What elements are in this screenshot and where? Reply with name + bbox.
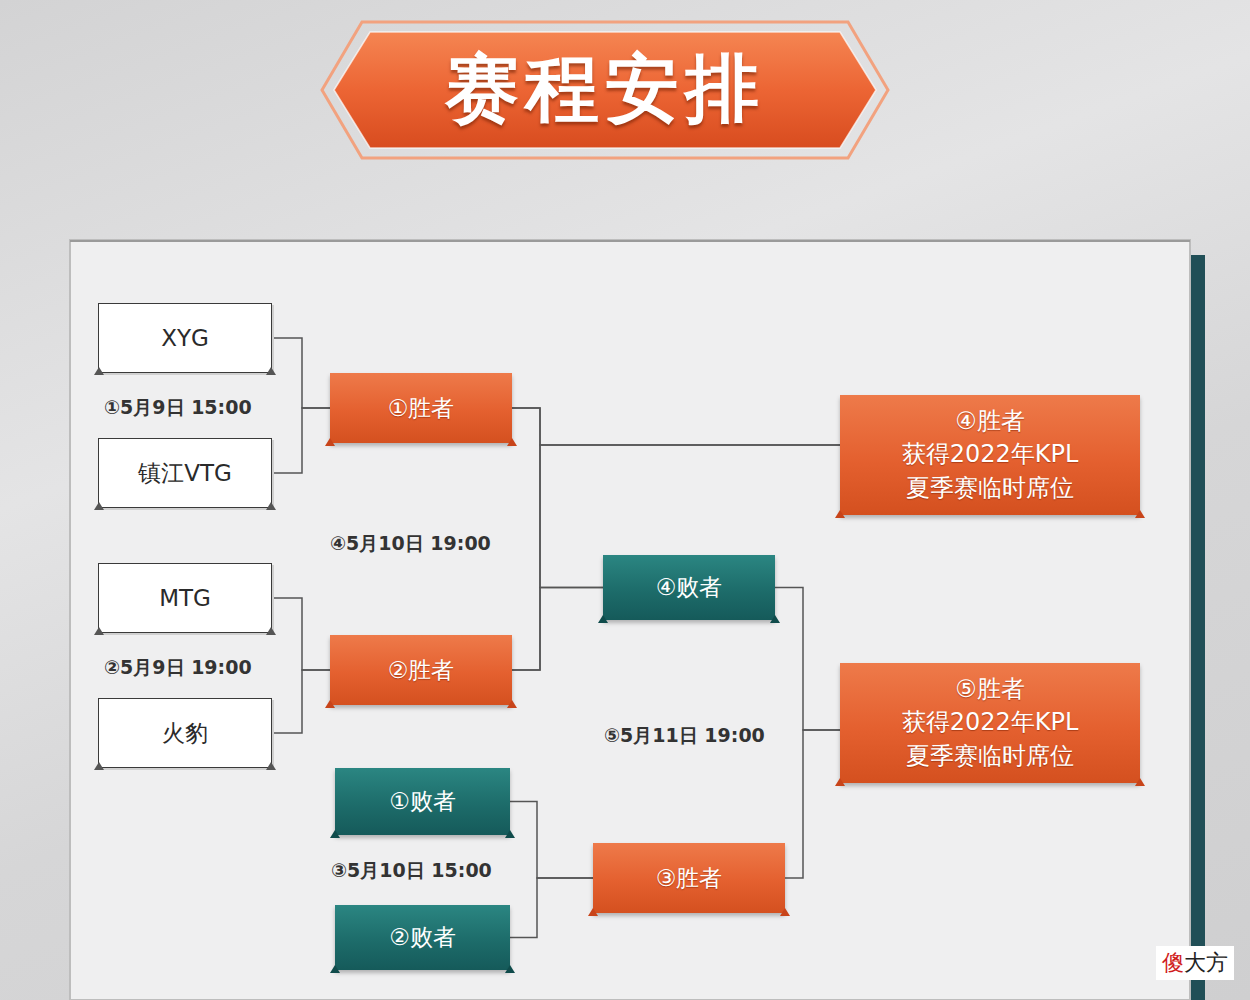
bracket-connector <box>512 445 840 670</box>
corner-mark <box>1135 778 1145 786</box>
corner-mark <box>505 965 515 973</box>
node-heading: MTG <box>159 585 211 611</box>
bracket-connector <box>510 878 593 938</box>
corner-mark <box>94 762 104 770</box>
corner-mark <box>325 438 335 446</box>
node-body: 获得2022年KPL 夏季赛临时席位 <box>888 438 1093 504</box>
corner-mark <box>1135 510 1145 518</box>
panel <box>70 240 1190 1000</box>
node-heading: 镇江VTG <box>138 458 232 489</box>
node-heading: ④败者 <box>656 572 723 603</box>
team-box: 镇江VTG <box>98 438 272 508</box>
bracket-connector <box>785 730 840 878</box>
bracket-connector <box>272 338 330 408</box>
loser-box: ②败者 <box>335 905 510 970</box>
corner-mark <box>780 908 790 916</box>
loser-box: ①败者 <box>335 768 510 835</box>
corner-mark <box>325 700 335 708</box>
corner-mark <box>835 778 845 786</box>
team-box: XYG <box>98 303 272 373</box>
node-heading: ⑤胜者 <box>955 673 1025 706</box>
schedule-label: ①5月9日 15:00 <box>104 395 252 421</box>
corner-mark <box>266 367 276 375</box>
corner-mark <box>770 615 780 623</box>
node-heading: XYG <box>161 325 209 351</box>
corner-mark <box>507 438 517 446</box>
panel-top-line <box>70 240 1190 242</box>
node-heading: ①胜者 <box>388 393 455 424</box>
bracket-connector <box>510 802 593 879</box>
bracket-connector <box>775 588 840 731</box>
schedule-label: ⑤5月11日 19:00 <box>604 723 765 749</box>
bracket-connector <box>272 598 330 670</box>
bracket-connector <box>512 408 840 445</box>
watermark: 傻大方 <box>1156 946 1234 980</box>
corner-mark <box>266 502 276 510</box>
winner-box: ④胜者获得2022年KPL 夏季赛临时席位 <box>840 395 1140 515</box>
node-heading: ④胜者 <box>955 405 1025 438</box>
corner-mark <box>94 367 104 375</box>
title-text: 赛程安排 <box>330 32 880 148</box>
winner-box: ①胜者 <box>330 373 512 443</box>
node-heading: ③胜者 <box>656 863 723 894</box>
bracket-connector <box>512 408 603 588</box>
corner-mark <box>598 615 608 623</box>
team-box: 火豹 <box>98 698 272 768</box>
winner-box: ⑤胜者获得2022年KPL 夏季赛临时席位 <box>840 663 1140 783</box>
corner-mark <box>266 762 276 770</box>
loser-box: ④败者 <box>603 555 775 620</box>
node-heading: ②胜者 <box>388 655 455 686</box>
corner-mark <box>507 700 517 708</box>
bracket-connector <box>512 588 603 671</box>
corner-mark <box>330 965 340 973</box>
bracket-connector <box>272 670 330 733</box>
schedule-label: ③5月10日 15:00 <box>331 858 492 884</box>
winner-box: ②胜者 <box>330 635 512 705</box>
bracket-connector <box>272 408 330 473</box>
corner-mark <box>588 908 598 916</box>
node-heading: ①败者 <box>389 786 456 817</box>
banner-outline <box>322 22 888 158</box>
corner-mark <box>330 830 340 838</box>
winner-box: ③胜者 <box>593 843 785 913</box>
team-box: MTG <box>98 563 272 633</box>
corner-mark <box>835 510 845 518</box>
schedule-label: ④5月10日 19:00 <box>330 531 491 557</box>
node-heading: ②败者 <box>389 922 456 953</box>
corner-mark <box>94 502 104 510</box>
corner-mark <box>266 627 276 635</box>
node-body: 获得2022年KPL 夏季赛临时席位 <box>888 706 1093 772</box>
node-heading: 火豹 <box>162 718 208 749</box>
schedule-label: ②5月9日 19:00 <box>104 655 252 681</box>
corner-mark <box>505 830 515 838</box>
corner-mark <box>94 627 104 635</box>
